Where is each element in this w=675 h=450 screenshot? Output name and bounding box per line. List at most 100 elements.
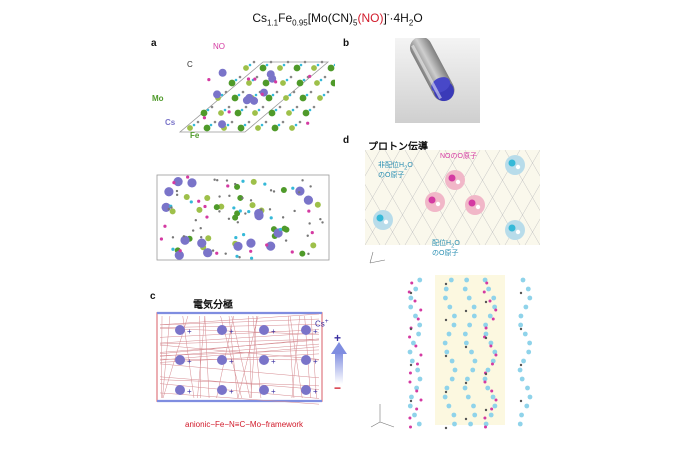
oxygen-atom (414, 344, 418, 348)
fe-atom (250, 178, 257, 185)
cyanide-atom (269, 189, 273, 192)
panel-label-b: b (343, 38, 350, 49)
fe-atom (255, 125, 261, 131)
fe-atom (183, 194, 190, 201)
hydrogen-atom (435, 201, 441, 207)
fe-atom (286, 110, 292, 116)
carbon-atom (409, 327, 413, 331)
oxygen-atom (484, 326, 488, 330)
nitrogen-atom (294, 123, 298, 127)
nitrogen-atom (209, 123, 213, 127)
nitrogen-atom (171, 247, 175, 251)
chain-atom (490, 358, 496, 364)
cyanide-atom (252, 60, 256, 64)
chain-atom (417, 376, 423, 382)
cyanide-atom (298, 120, 302, 124)
mo-atom (262, 79, 270, 87)
cyanide-atom (272, 190, 276, 193)
nitrogen-atom (234, 78, 238, 82)
chain-atom (469, 349, 474, 355)
carbon-atom (519, 327, 523, 331)
oxygen-atom (408, 371, 412, 375)
oxygen-atom (494, 353, 498, 357)
proton-network (365, 150, 540, 245)
water-cluster (445, 170, 465, 190)
carbon-atom (444, 318, 448, 322)
rect-atoms (159, 175, 324, 260)
nitrogen-atom (247, 209, 251, 214)
nitrogen-atom (220, 93, 224, 97)
nitrogen-atom (248, 63, 252, 67)
chain-atom (471, 403, 476, 409)
carbon-atom (519, 291, 523, 295)
chain-atom (518, 322, 524, 328)
chain-atom (463, 340, 469, 346)
cyanide-atom (241, 196, 244, 200)
cs-atom (164, 187, 174, 197)
cyanide-atom (167, 207, 170, 211)
cyanide-atom (227, 217, 231, 220)
chain-atom (409, 394, 414, 400)
oxygen-atom (163, 224, 167, 228)
oxygen-atom (415, 407, 419, 411)
cyanide-atom (175, 193, 179, 197)
cs-ion-charge: + (229, 387, 234, 396)
chain-atom (470, 367, 476, 373)
chain-atom (417, 277, 423, 283)
oxygen-atom (307, 209, 311, 213)
carbon-atom (464, 381, 468, 385)
cs-ion-charge: + (187, 387, 192, 396)
cyanide-atom (216, 179, 219, 182)
water-cluster (505, 155, 525, 175)
cyanide-atom (218, 210, 221, 213)
chain-atom (522, 331, 528, 337)
fe-atom (169, 208, 176, 215)
cyanide-atom (230, 120, 234, 124)
chain-atom (467, 322, 473, 328)
chain-atom (517, 367, 523, 373)
nitrogen-atom (241, 179, 245, 183)
chain-atom (485, 367, 491, 373)
panel-label-d: d (343, 135, 350, 146)
chain-atom (525, 286, 531, 292)
label-c: C (187, 60, 193, 69)
oxygen-atom (482, 290, 486, 294)
chain-atom (492, 349, 498, 355)
chain-atom (408, 295, 414, 301)
cs-atom (268, 74, 277, 83)
cyanide-atom (196, 120, 200, 124)
chain-atom (449, 358, 455, 364)
carbon-atom (519, 399, 523, 403)
cyanide-atom (320, 60, 324, 64)
chain-atom (408, 304, 414, 310)
fe-atom (187, 125, 193, 131)
oxygen-atom (413, 299, 417, 303)
mo-atom (327, 64, 335, 72)
chain-atom (442, 340, 448, 346)
oxygen-atom (408, 380, 412, 384)
nitrogen-atom (274, 108, 278, 112)
cs-ion (301, 325, 311, 335)
cyanide-atom (244, 212, 247, 215)
water-cluster (465, 195, 485, 215)
oxygen-atom (246, 77, 251, 81)
chain-atom (444, 349, 450, 355)
cs-atom (187, 178, 197, 188)
chain-atom (482, 376, 488, 382)
cyanide-atom (268, 208, 272, 211)
oxygen-atom (508, 159, 516, 167)
cyanide-atom (213, 120, 217, 124)
oxygen-atom (483, 416, 487, 420)
chain-atom (443, 295, 448, 301)
cs-ion (259, 385, 269, 395)
fe-atom (314, 201, 321, 208)
nitrogen-atom (249, 256, 254, 260)
carbon-atom (484, 336, 488, 340)
chain-atom (492, 403, 498, 409)
chain-atom (409, 358, 415, 364)
panel-label-a: a (151, 38, 157, 49)
cyanide-atom (309, 185, 312, 188)
fe-atom (283, 95, 289, 101)
nitrogen-atom (302, 78, 306, 82)
